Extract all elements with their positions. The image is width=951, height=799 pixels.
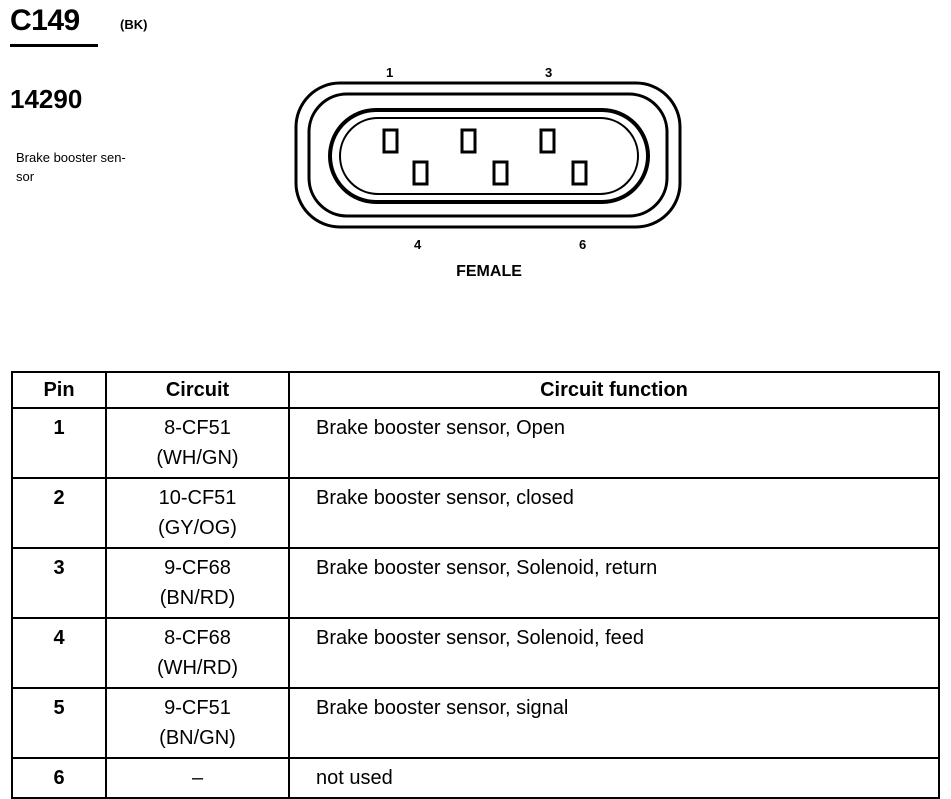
cell-pin: 6 bbox=[11, 757, 107, 799]
wire-color: (BN/GN) bbox=[159, 727, 236, 749]
connector-outer-shell bbox=[294, 81, 682, 229]
cell-circuit: 10-CF51 (GY/OG) bbox=[105, 477, 290, 549]
cell-pin: 5 bbox=[11, 687, 107, 759]
connector-id: C149 bbox=[10, 4, 80, 37]
connector-id-underline bbox=[10, 44, 98, 47]
pin-label-top-left: 1 bbox=[386, 65, 393, 80]
cell-circuit: 9-CF68 (BN/RD) bbox=[105, 547, 290, 619]
circuit-number: 10-CF51 bbox=[158, 487, 237, 509]
connector-gender-label: FEMALE bbox=[456, 263, 522, 280]
cell-function: Brake booster sensor, signal bbox=[288, 687, 940, 759]
cell-function: Brake booster sensor, Solenoid, return bbox=[288, 547, 940, 619]
cell-pin: 4 bbox=[11, 617, 107, 689]
wire-color: (GY/OG) bbox=[158, 517, 237, 539]
pin-cavity-6 bbox=[571, 160, 588, 186]
circuit-number: 8-CF51 bbox=[164, 417, 231, 439]
part-number: 14290 bbox=[10, 84, 83, 114]
pin-label-bottom-right: 6 bbox=[579, 237, 586, 252]
wire-color: (WH/RD) bbox=[156, 657, 239, 679]
pin-cavity-1 bbox=[382, 128, 399, 154]
circuit-number: 9-CF51 bbox=[164, 697, 231, 719]
header-pin: Pin bbox=[11, 371, 107, 409]
cell-circuit: 8-CF51 (WH/GN) bbox=[105, 407, 290, 479]
pin-label-top-right: 3 bbox=[545, 65, 552, 80]
table-row: 4 8-CF68 (WH/RD) Brake booster sensor, So… bbox=[11, 617, 940, 689]
connector-inner-face bbox=[328, 108, 650, 204]
cell-circuit: – bbox=[105, 757, 290, 799]
circuit-number: 8-CF68 bbox=[164, 627, 231, 649]
cell-function: not used bbox=[288, 757, 940, 799]
connector-middle-shell bbox=[307, 92, 669, 218]
table-header-row: Pin Circuit Circuit function bbox=[11, 371, 940, 409]
cell-circuit: 9-CF51 (BN/GN) bbox=[105, 687, 290, 759]
header-function: Circuit function bbox=[288, 371, 940, 409]
connector-inner-face-line bbox=[339, 117, 639, 195]
connector-description: Brake booster sen- sor bbox=[16, 150, 126, 184]
pin-cavity-4 bbox=[412, 160, 429, 186]
circuit-number: – bbox=[191, 767, 204, 789]
table-row: 1 8-CF51 (WH/GN) Brake booster sensor, Op… bbox=[11, 407, 940, 479]
header-circuit: Circuit bbox=[105, 371, 290, 409]
cell-pin: 3 bbox=[11, 547, 107, 619]
cell-pin: 1 bbox=[11, 407, 107, 479]
cell-function: Brake booster sensor, Open bbox=[288, 407, 940, 479]
pin-cavity-2 bbox=[460, 128, 477, 154]
wire-color: (WH/GN) bbox=[156, 447, 239, 469]
connector-diagram: 1 3 4 6 FEMALE bbox=[294, 65, 682, 280]
pin-cavity-5 bbox=[492, 160, 509, 186]
circuit-number: 9-CF68 bbox=[164, 557, 231, 579]
cell-function: Brake booster sensor, Solenoid, feed bbox=[288, 617, 940, 689]
table-row: 5 9-CF51 (BN/GN) Brake booster sensor, si… bbox=[11, 687, 940, 759]
cell-circuit: 8-CF68 (WH/RD) bbox=[105, 617, 290, 689]
connector-color-code: (BK) bbox=[120, 17, 148, 32]
table-row: 3 9-CF68 (BN/RD) Brake booster sensor, So… bbox=[11, 547, 940, 619]
wire-color: (BN/RD) bbox=[159, 587, 236, 609]
cell-pin: 2 bbox=[11, 477, 107, 549]
pin-cavity-3 bbox=[539, 128, 556, 154]
table-row: 6 – not used bbox=[11, 757, 940, 799]
pin-label-bottom-left: 4 bbox=[414, 237, 422, 252]
pin-table: Pin Circuit Circuit function 1 8-CF51 (WH… bbox=[11, 371, 940, 799]
cell-function: Brake booster sensor, closed bbox=[288, 477, 940, 549]
table-row: 2 10-CF51 (GY/OG) Brake booster sensor, c… bbox=[11, 477, 940, 549]
